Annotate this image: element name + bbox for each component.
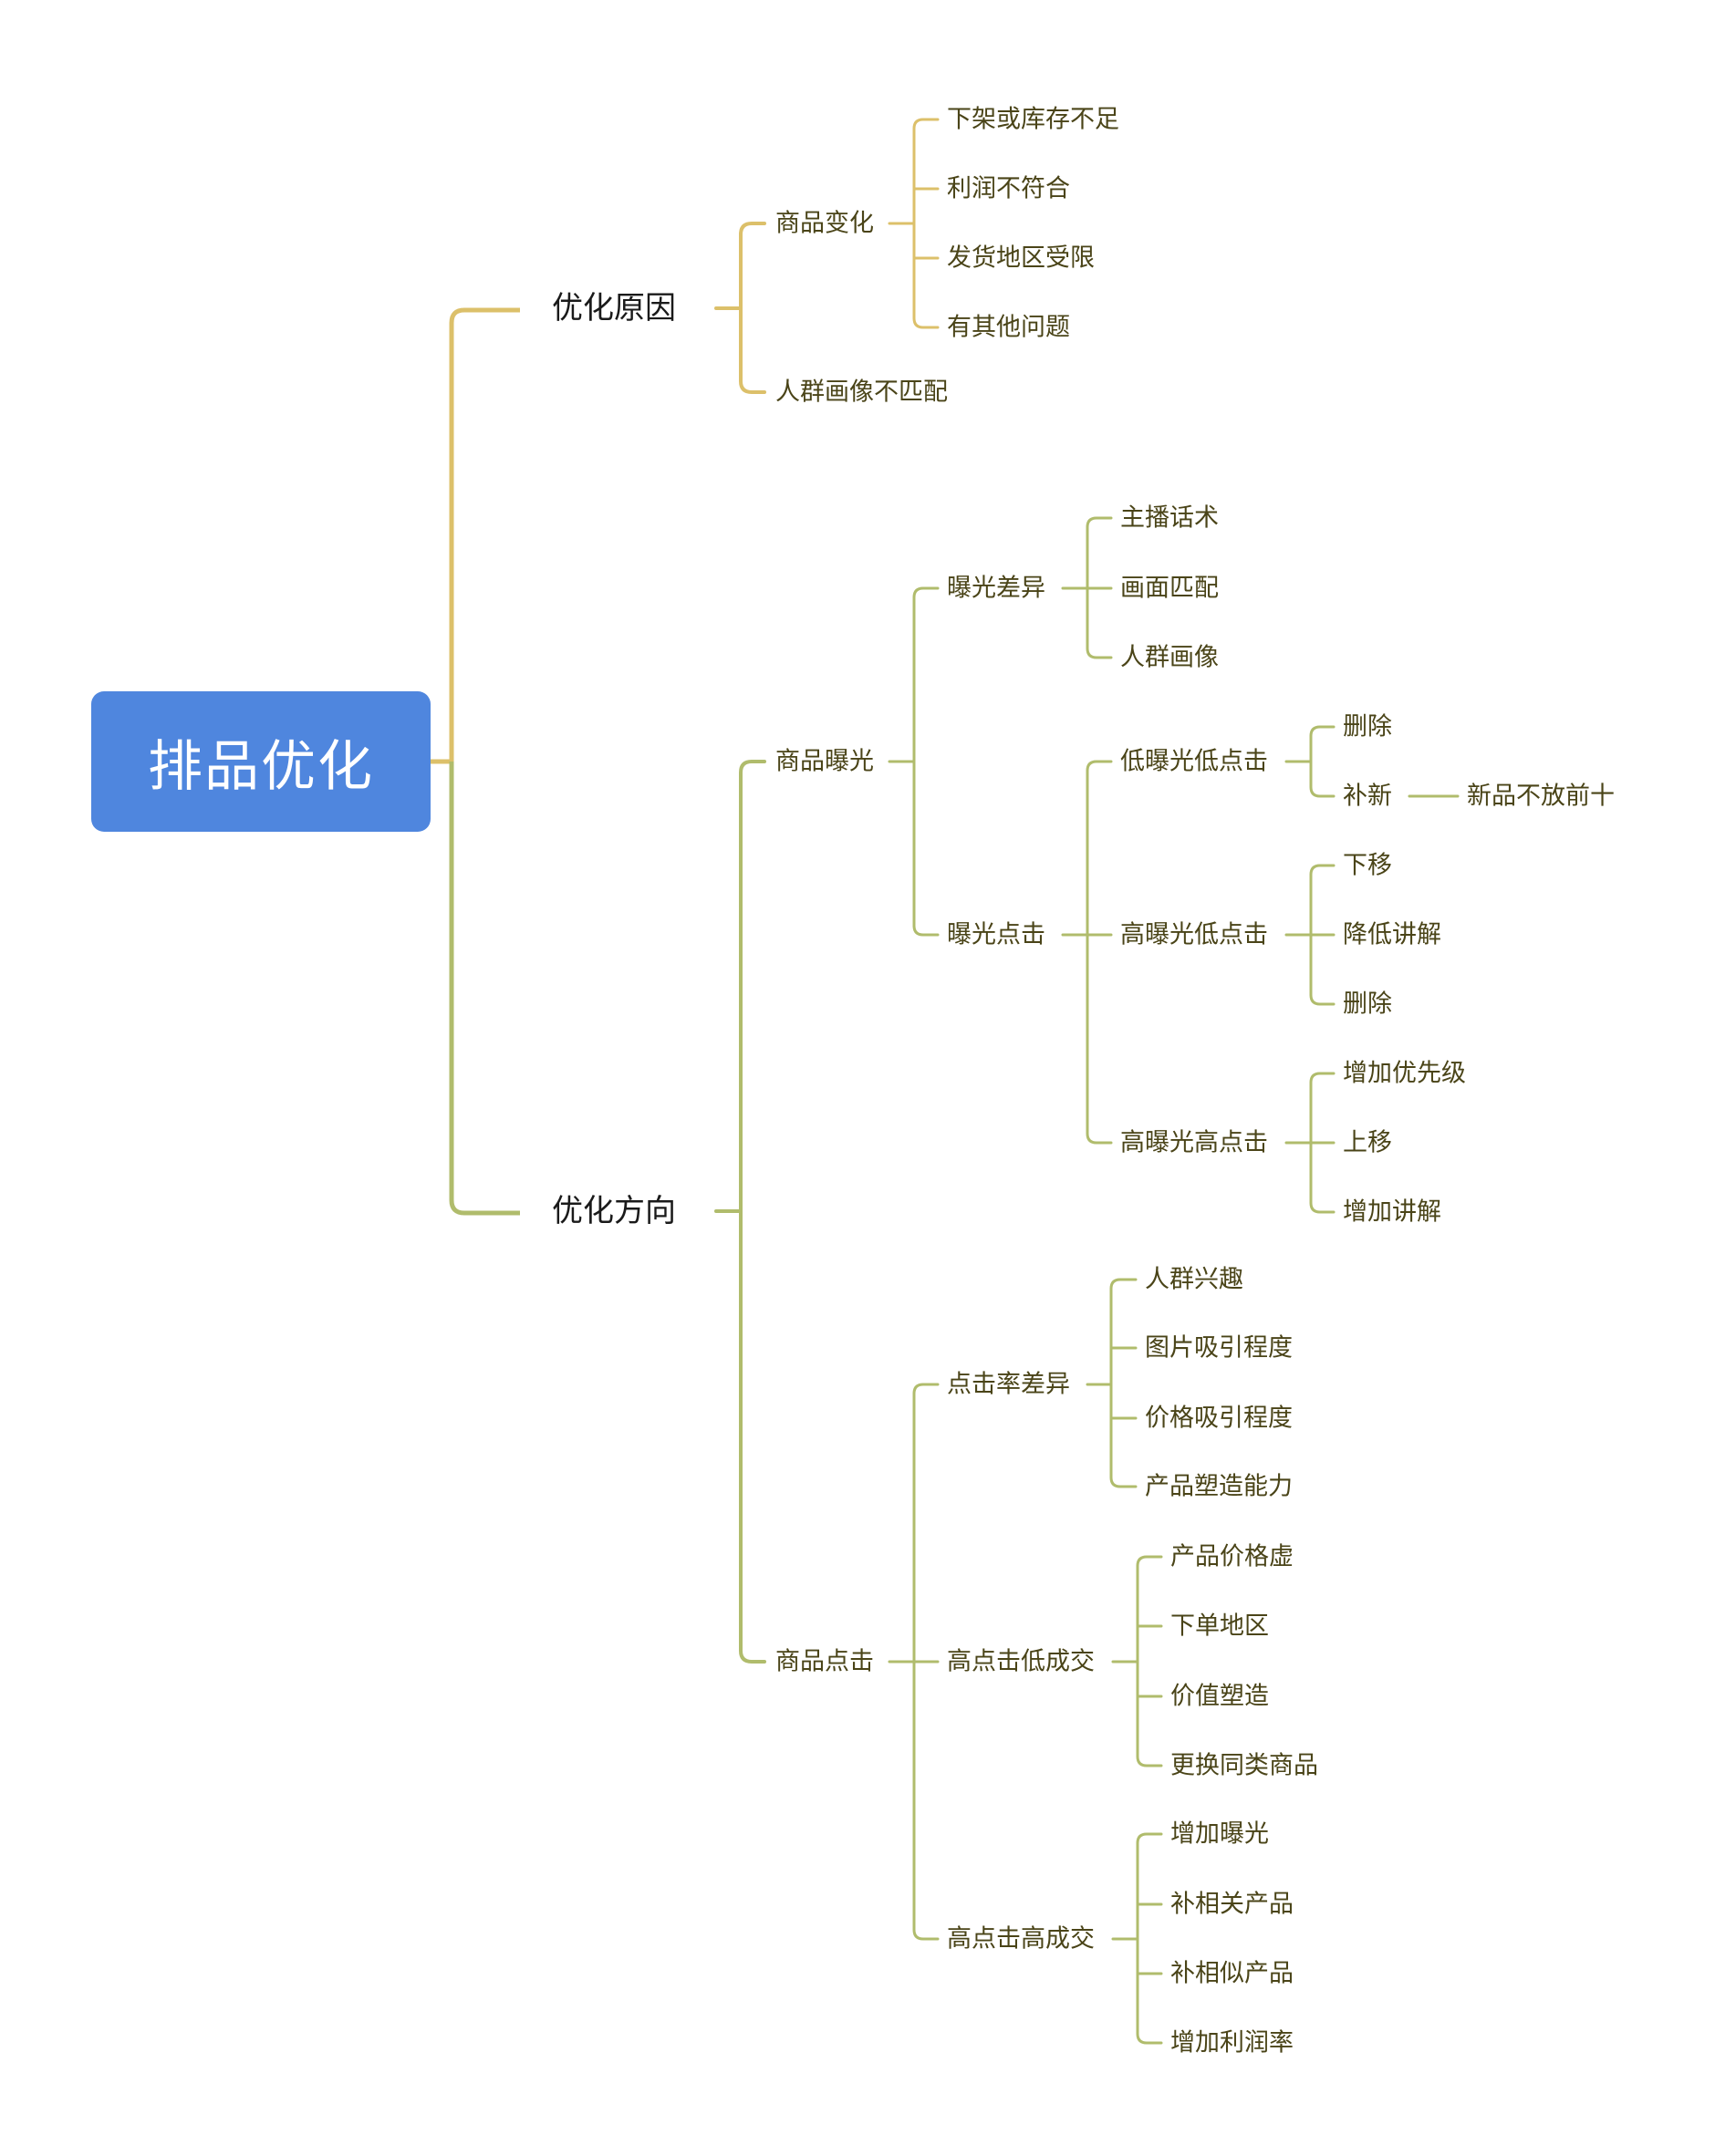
node-high-click-low-deal-item[interactable]: 产品价格虚: [1170, 1542, 1294, 1571]
node-high-click-low-deal[interactable]: 高点击低成交: [947, 1647, 1095, 1676]
node-exposure-diff[interactable]: 曝光差异: [947, 574, 1045, 603]
node-high-high-item[interactable]: 上移: [1343, 1128, 1392, 1157]
node-ctr-diff-item[interactable]: 产品塑造能力: [1145, 1472, 1293, 1501]
node-product-change-item[interactable]: 利润不符合: [947, 174, 1070, 203]
connector-bracket: [1309, 864, 1336, 1006]
node-high-low-item[interactable]: 降低讲解: [1343, 920, 1441, 949]
node-exposure-diff-item[interactable]: 画面匹配: [1120, 574, 1219, 603]
connector-bracket: [912, 118, 940, 329]
node-product-change[interactable]: 商品变化: [775, 209, 874, 238]
node-high-low-item[interactable]: 下移: [1343, 851, 1392, 880]
root-node[interactable]: 排品优化: [91, 691, 431, 832]
node-exposure-diff-item[interactable]: 主播话术: [1120, 503, 1219, 533]
node-high-high-item[interactable]: 增加讲解: [1343, 1197, 1441, 1227]
node-high-click-high-deal-item[interactable]: 增加利润率: [1170, 2028, 1294, 2058]
root-label: 排品优化: [148, 734, 374, 799]
node-exposure-diff-item[interactable]: 人群画像: [1120, 643, 1219, 672]
node-ctr-diff-item[interactable]: 人群兴趣: [1145, 1265, 1243, 1294]
connector-bracket: [1309, 1072, 1336, 1214]
node-product-click[interactable]: 商品点击: [775, 1647, 874, 1676]
node-high-click-high-deal-item[interactable]: 补相关产品: [1170, 1890, 1294, 1919]
node-product-change-item[interactable]: 发货地区受限: [947, 244, 1095, 273]
node-ctr-diff-item[interactable]: 价格吸引程度: [1145, 1404, 1293, 1433]
node-ctr-diff-item[interactable]: 图片吸引程度: [1145, 1333, 1293, 1363]
node-low-exposure-low-click[interactable]: 低曝光低点击: [1120, 747, 1268, 776]
node-audience-mismatch[interactable]: 人群画像不匹配: [775, 378, 948, 407]
node-high-high-item[interactable]: 增加优先级: [1343, 1059, 1466, 1088]
node-new-not-top-ten[interactable]: 新品不放前十: [1467, 782, 1615, 811]
node-optimization-direction[interactable]: 优化方向: [552, 1193, 676, 1229]
connector-bracket: [739, 222, 766, 394]
connector-bracket: [912, 1383, 940, 1941]
node-ctr-diff[interactable]: 点击率差异: [947, 1370, 1070, 1399]
node-high-click-high-deal-item[interactable]: 增加曝光: [1170, 1819, 1269, 1849]
node-high-exposure-low-click[interactable]: 高曝光低点击: [1120, 920, 1268, 949]
connector-bracket: [449, 762, 520, 1216]
node-exposure-click[interactable]: 曝光点击: [947, 920, 1045, 949]
node-delete[interactable]: 删除: [1343, 712, 1392, 741]
node-high-click-low-deal-item[interactable]: 下单地区: [1170, 1612, 1269, 1641]
node-high-low-item[interactable]: 删除: [1343, 990, 1392, 1019]
connector-bracket: [1309, 725, 1336, 798]
connector-bracket: [449, 307, 520, 762]
connector-bracket: [1136, 1555, 1163, 1767]
connector-bracket: [1086, 760, 1113, 1145]
connector-bracket: [739, 760, 766, 1664]
node-high-click-high-deal-item[interactable]: 补相似产品: [1170, 1959, 1294, 1988]
node-add-new[interactable]: 补新: [1343, 782, 1392, 811]
connector-bracket: [1109, 1278, 1138, 1488]
node-optimization-reason[interactable]: 优化原因: [552, 290, 676, 327]
node-high-click-low-deal-item[interactable]: 更换同类商品: [1170, 1751, 1318, 1780]
node-product-exposure[interactable]: 商品曝光: [775, 747, 874, 776]
node-high-click-high-deal[interactable]: 高点击高成交: [947, 1924, 1095, 1954]
connector-bracket: [912, 586, 940, 937]
node-product-change-item[interactable]: 有其他问题: [947, 313, 1070, 342]
node-high-click-low-deal-item[interactable]: 价值塑造: [1170, 1682, 1269, 1711]
connector-bracket: [1086, 516, 1113, 659]
connector-bracket: [1136, 1832, 1163, 2045]
node-high-exposure-high-click[interactable]: 高曝光高点击: [1120, 1128, 1268, 1157]
node-product-change-item[interactable]: 下架或库存不足: [947, 105, 1119, 134]
